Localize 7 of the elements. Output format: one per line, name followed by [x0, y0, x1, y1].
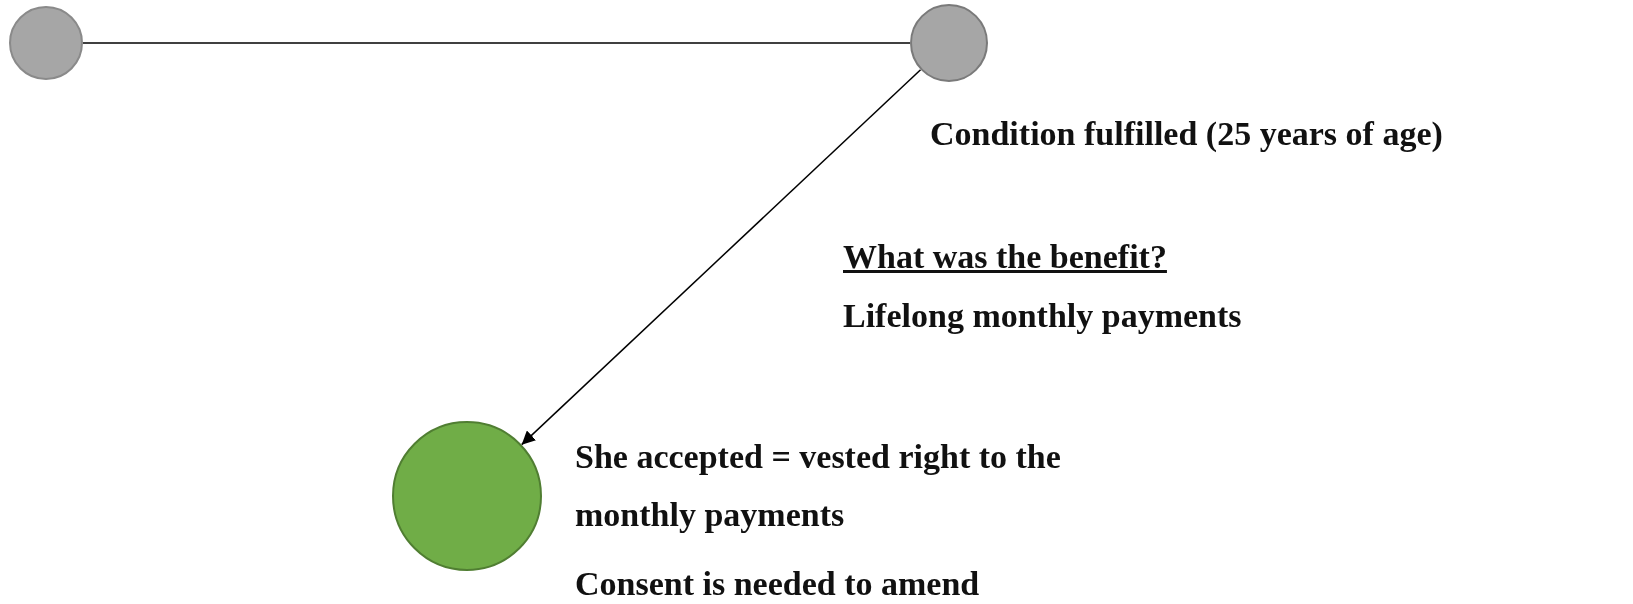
node-caption: She accepted = vested right to the monthly payments: [575, 437, 1062, 535]
arrow: [520, 68, 922, 446]
connector-line: [82, 42, 911, 44]
answer-text: Lifelong monthly payments: [843, 296, 1242, 336]
node-caption: Condition fulfilled (25 years of age): [930, 114, 1444, 154]
node-caption: Consent is needed to amend: [575, 564, 981, 604]
question-heading: What was the benefit?: [843, 237, 1167, 277]
